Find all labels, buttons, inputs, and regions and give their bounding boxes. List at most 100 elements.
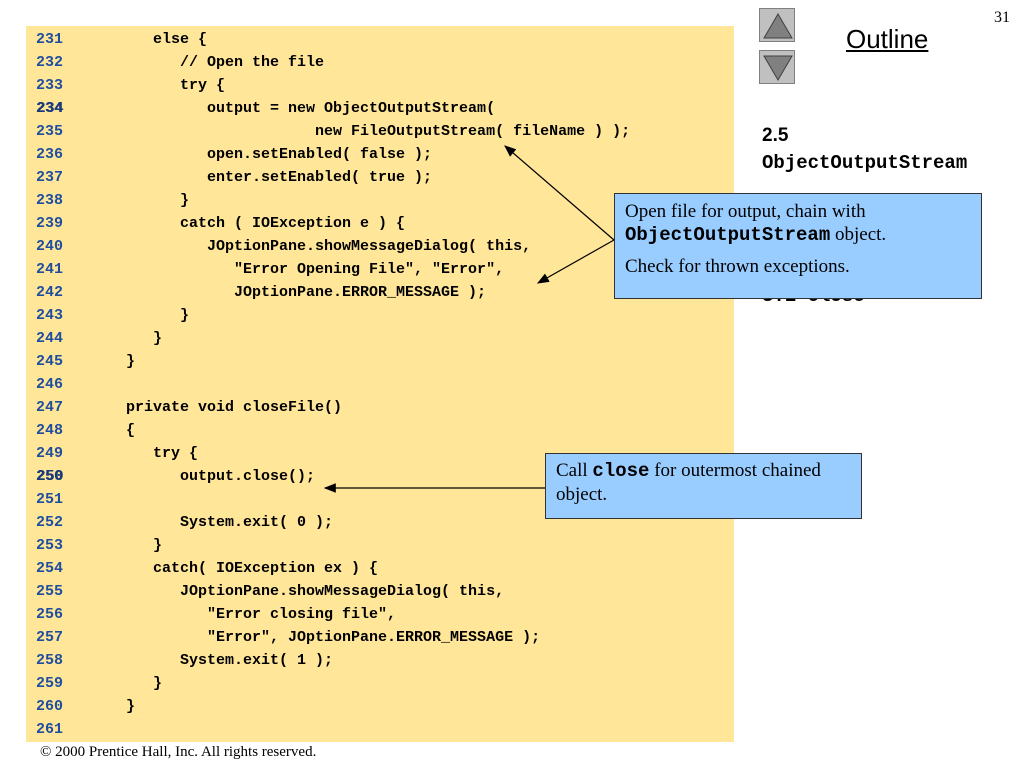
code-line: 250 output.close();: [26, 465, 734, 488]
code-line: 233 try {: [26, 74, 734, 97]
copyright-notice: © 2000 Prentice Hall, Inc. All rights re…: [40, 744, 317, 760]
code-text: private void closeFile(): [99, 399, 343, 416]
line-number: 238: [36, 192, 64, 209]
line-number: 252: [36, 514, 64, 531]
line-number: 232: [36, 54, 64, 71]
triangle-down-icon: [763, 55, 793, 81]
code-text: System.exit( 0 );: [99, 514, 334, 531]
callout-open-exceptions: Check for thrown exceptions.: [625, 256, 850, 277]
arrow-to-line-235: [504, 145, 615, 241]
line-number: 237: [36, 169, 64, 186]
code-text: output.close();: [99, 468, 316, 485]
line-number: 255: [36, 583, 64, 600]
code-text: catch ( IOException e ) {: [99, 215, 406, 232]
callout-open-text: Open file for output, chain with ObjectO…: [625, 201, 887, 246]
line-number: 234: [36, 100, 64, 117]
code-line: 248 {: [26, 419, 734, 442]
code-line: 237 enter.setEnabled( true );: [26, 166, 734, 189]
callout-close: Call close for outermost chained object.: [545, 453, 862, 519]
code-text: try {: [99, 445, 199, 462]
code-line: 234 output = new ObjectOutputStream(: [26, 97, 734, 120]
code-text: JOptionPane.ERROR_MESSAGE );: [99, 284, 487, 301]
line-number: 257: [36, 629, 64, 646]
line-number: 244: [36, 330, 64, 347]
line-number: 231: [36, 31, 64, 48]
callout-open-file: Open file for output, chain with ObjectO…: [614, 193, 982, 299]
line-number: 249: [36, 445, 64, 462]
line-number: 240: [36, 238, 64, 255]
code-line: 238 }: [26, 189, 734, 212]
code-line: 258 System.exit( 1 );: [26, 649, 734, 672]
code-text: else {: [99, 31, 208, 48]
code-line: 246: [26, 373, 734, 396]
line-number: 245: [36, 353, 64, 370]
code-text: }: [99, 192, 190, 209]
code-text: "Error closing file",: [99, 606, 397, 623]
code-line: 252 System.exit( 0 );: [26, 511, 734, 534]
code-line: 243 }: [26, 304, 734, 327]
line-number: 247: [36, 399, 64, 416]
code-line: 247 private void closeFile(): [26, 396, 734, 419]
code-line: 245 }: [26, 350, 734, 373]
code-line: 251: [26, 488, 734, 511]
code-line: 235 new FileOutputStream( fileName ) );: [26, 120, 734, 143]
code-line: 232 // Open the file: [26, 51, 734, 74]
outline-section-code: ObjectOutputStream: [762, 152, 968, 174]
callout-close-text: Call close for outermost chained object.: [556, 460, 821, 505]
line-number: 254: [36, 560, 64, 577]
outline-link[interactable]: Outline: [846, 24, 929, 54]
line-number: 233: [36, 77, 64, 94]
code-line: 256 "Error closing file",: [26, 603, 734, 626]
code-text: }: [99, 698, 136, 715]
code-text: "Error", JOptionPane.ERROR_MESSAGE );: [99, 629, 541, 646]
code-text: JOptionPane.showMessageDialog( this,: [99, 583, 505, 600]
code-line: 242 JOptionPane.ERROR_MESSAGE );: [26, 281, 734, 304]
code-text: enter.setEnabled( true );: [99, 169, 433, 186]
code-text: System.exit( 1 );: [99, 652, 334, 669]
code-line: 257 "Error", JOptionPane.ERROR_MESSAGE )…: [26, 626, 734, 649]
code-line: 231 else {: [26, 28, 734, 51]
code-text: new FileOutputStream( fileName ) );: [99, 123, 631, 140]
line-number: 242: [36, 284, 64, 301]
code-line: 254 catch( IOException ex ) {: [26, 557, 734, 580]
code-line: 253 }: [26, 534, 734, 557]
line-number: 256: [36, 606, 64, 623]
code-line: 255 JOptionPane.showMessageDialog( this,: [26, 580, 734, 603]
code-text: }: [99, 307, 190, 324]
page-number: 31: [994, 9, 1010, 26]
line-number: 235: [36, 123, 64, 140]
line-number: 246: [36, 376, 64, 393]
line-number: 236: [36, 146, 64, 163]
arrow-to-line-241: [536, 239, 615, 284]
code-text: {: [99, 422, 136, 439]
code-line: 261: [26, 718, 734, 741]
line-number: 253: [36, 537, 64, 554]
code-text: }: [99, 353, 136, 370]
code-text: "Error Opening File", "Error",: [99, 261, 505, 278]
line-number: 239: [36, 215, 64, 232]
code-line: 241 "Error Opening File", "Error",: [26, 258, 734, 281]
code-text: try {: [99, 77, 226, 94]
code-line: 239 catch ( IOException e ) {: [26, 212, 734, 235]
line-number: 258: [36, 652, 64, 669]
code-text: // Open the file: [99, 54, 325, 71]
code-text: JOptionPane.showMessageDialog( this,: [99, 238, 532, 255]
line-number: 250: [36, 468, 64, 485]
previous-slide-button[interactable]: [759, 8, 795, 42]
line-number: 260: [36, 698, 64, 715]
line-number: 251: [36, 491, 64, 508]
triangle-up-icon: [763, 13, 793, 39]
code-text: }: [99, 330, 163, 347]
next-slide-button[interactable]: [759, 50, 795, 84]
line-number: 241: [36, 261, 64, 278]
code-line: 236 open.setEnabled( false );: [26, 143, 734, 166]
line-number: 261: [36, 721, 64, 738]
code-text: output = new ObjectOutputStream(: [99, 100, 496, 117]
code-text: open.setEnabled( false );: [99, 146, 433, 163]
code-line: 249 try {: [26, 442, 734, 465]
code-line: 240 JOptionPane.showMessageDialog( this,: [26, 235, 734, 258]
code-line: 259 }: [26, 672, 734, 695]
code-text: }: [99, 675, 163, 692]
